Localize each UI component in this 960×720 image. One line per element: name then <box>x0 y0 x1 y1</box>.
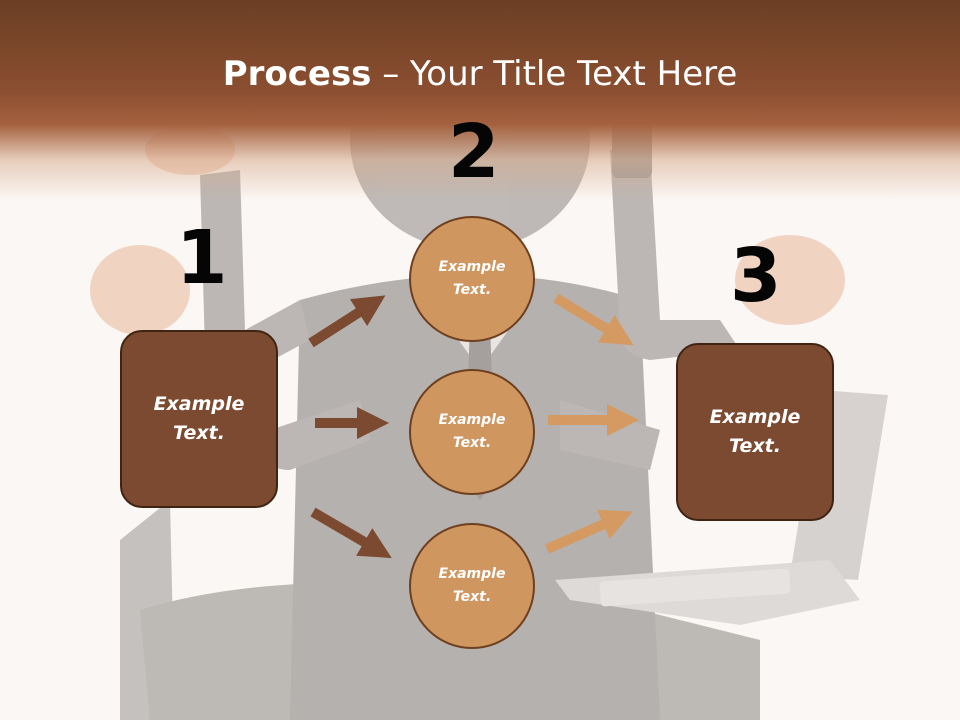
left-box: Example Text. <box>120 330 278 508</box>
circle-middle-line2: Text. <box>452 435 492 451</box>
slide-title: Process – Your Title Text Here <box>0 52 960 96</box>
right-box-line2: Text. <box>729 435 781 457</box>
step-number-3: 3 <box>730 233 782 319</box>
circle-top: Example Text. <box>409 216 535 342</box>
circle-middle: Example Text. <box>409 369 535 495</box>
circle-top-line1: Example <box>438 259 506 275</box>
arrow-bot-to-right <box>544 509 633 554</box>
title-rest: – Your Title Text Here <box>371 54 738 94</box>
arrow-left-to-bot <box>310 507 392 559</box>
right-box: Example Text. <box>676 343 834 521</box>
circle-bottom-line2: Text. <box>452 589 492 605</box>
circle-middle-line1: Example <box>438 412 506 428</box>
step-number-2: 2 <box>448 109 500 195</box>
left-box-line2: Text. <box>173 422 225 444</box>
circle-bottom-line1: Example <box>438 566 506 582</box>
header-band <box>0 0 960 200</box>
right-box-line1: Example <box>709 406 801 428</box>
left-box-line1: Example <box>153 393 245 415</box>
circle-bottom: Example Text. <box>409 523 535 649</box>
title-bold: Process <box>222 54 372 94</box>
arrow-top-to-right <box>553 293 634 346</box>
circle-top-line2: Text. <box>452 282 492 298</box>
step-number-1: 1 <box>176 215 228 301</box>
arrow-left-to-top <box>308 295 386 348</box>
